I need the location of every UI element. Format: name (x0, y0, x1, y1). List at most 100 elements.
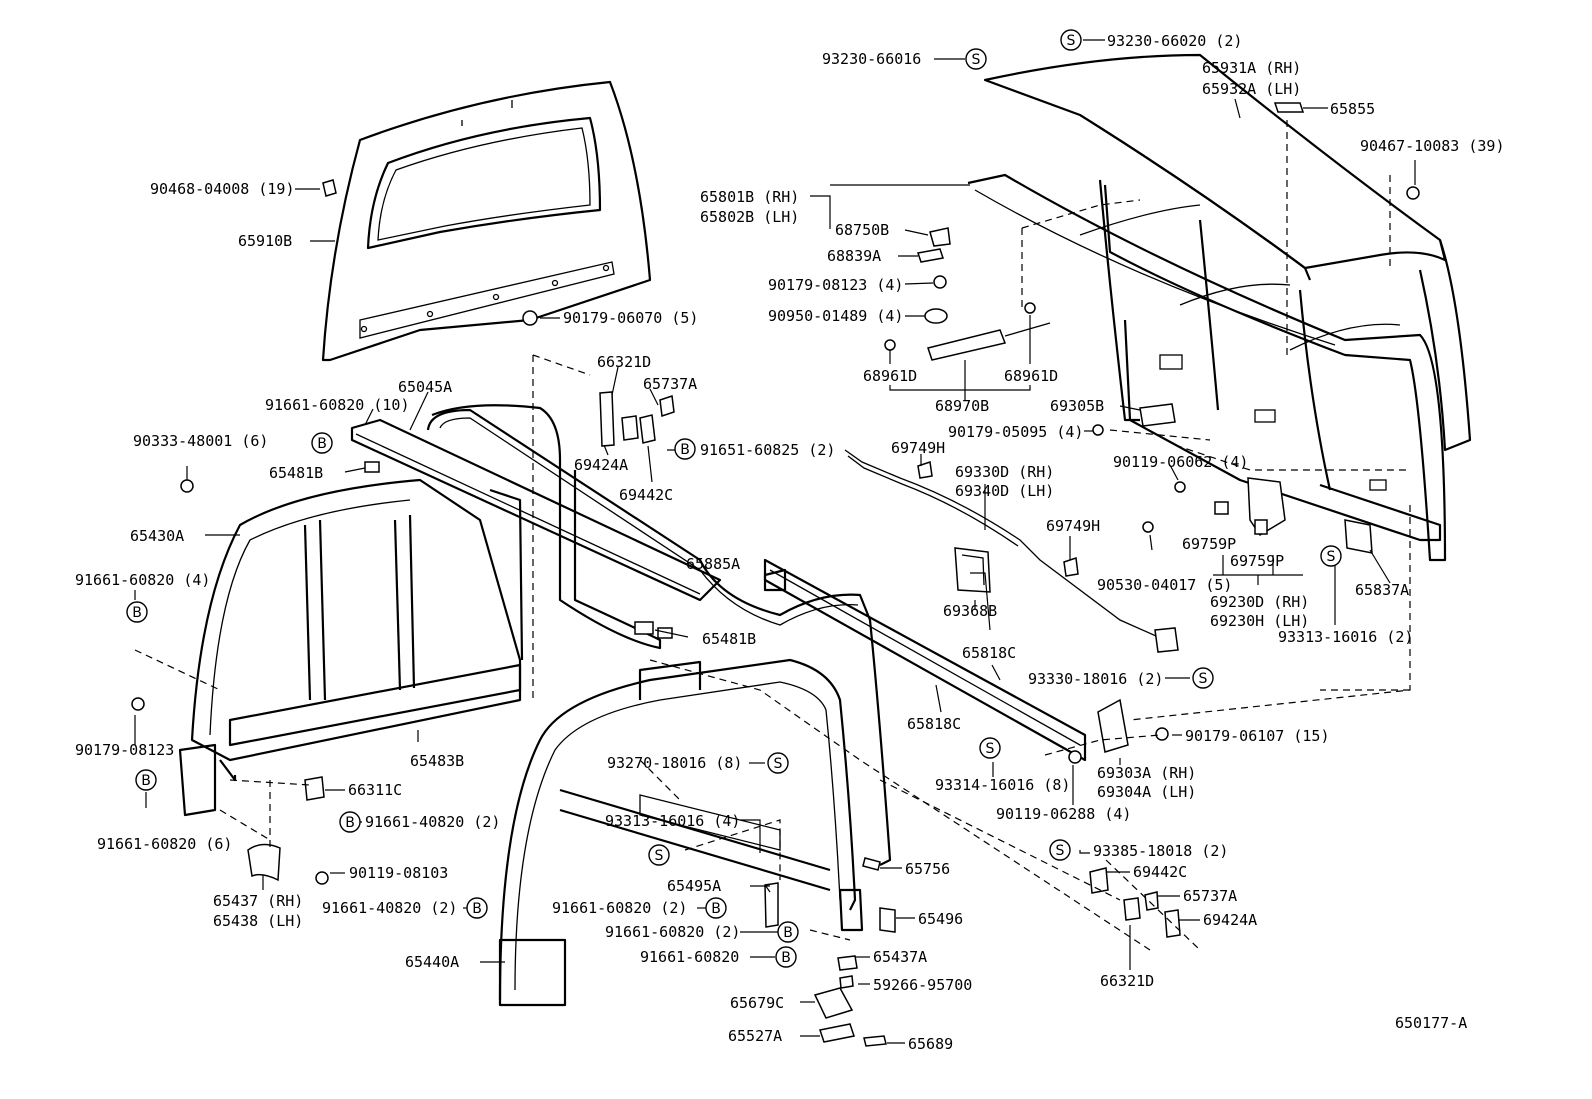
part-label: 90179-06107 (15) (1185, 727, 1330, 745)
part-label: 91661-60820 (6) (97, 835, 232, 853)
s-marker: S (1049, 839, 1071, 861)
part-label: 90119-06062 (4) (1113, 453, 1248, 471)
part-label: 69759P (1182, 535, 1236, 553)
b-marker: B (126, 601, 148, 623)
part-label: 65679C (730, 994, 784, 1012)
part-label: 69230D (RH) (1210, 593, 1309, 611)
b-marker: B (777, 921, 799, 943)
svg-text:B: B (132, 605, 142, 621)
svg-text:S: S (972, 52, 981, 68)
dashed-lines (134, 120, 1411, 951)
roof-panel (967, 53, 1472, 562)
svg-text:S: S (655, 848, 664, 864)
part-label: 65689 (908, 1035, 953, 1053)
part-label: 91661-60820 (4) (75, 571, 210, 589)
part-label: 91661-60820 (10) (265, 396, 410, 414)
part-label: 65885A (686, 555, 740, 573)
left-frame (178, 478, 524, 817)
part-label: 65495A (667, 877, 721, 895)
part-label: 65045A (398, 378, 452, 396)
s-marker: S (648, 844, 670, 866)
part-label: 68970B (935, 397, 989, 415)
svg-text:S: S (986, 741, 995, 757)
part-label: 65437 (RH) (213, 892, 303, 910)
part-labels: 93230-66016 93230-66020 (2) 65931A (RH) … (75, 32, 1505, 1053)
part-label: 93330-18016 (2) (1028, 670, 1163, 688)
svg-text:B: B (680, 442, 690, 458)
front-frame (498, 658, 864, 1007)
part-label: 65440A (405, 953, 459, 971)
part-label: 65931A (RH) (1202, 59, 1301, 77)
symbol-markers: S S B B B S S S S B B S S B B B B (126, 29, 1342, 968)
svg-text:B: B (345, 815, 355, 831)
part-label: 69368B (943, 602, 997, 620)
part-label: 93230-66016 (822, 50, 921, 68)
part-label: 90468-04008 (19) (150, 180, 295, 198)
leader-lines (134, 39, 1416, 1044)
part-label: 90179-06070 (5) (563, 309, 698, 327)
part-label: 93385-18018 (2) (1093, 842, 1228, 860)
b-marker: B (674, 438, 696, 460)
part-label: 69330D (RH) (955, 463, 1054, 481)
s-marker: S (979, 737, 1001, 759)
b-marker: B (339, 811, 361, 833)
svg-text:S: S (1067, 33, 1076, 49)
part-label: 65481B (702, 630, 756, 648)
part-label: 90179-08123 (4) (768, 276, 903, 294)
part-label: 66321D (1100, 972, 1154, 990)
part-label: 66311C (348, 781, 402, 799)
part-label: 69340D (LH) (955, 482, 1054, 500)
part-label: 93313-16016 (4) (605, 812, 740, 830)
part-label: 65437A (873, 948, 927, 966)
part-label: 93313-16016 (2) (1278, 628, 1413, 646)
part-label: 69749H (891, 439, 945, 457)
svg-text:S: S (774, 756, 783, 772)
part-label: 90530-04017 (5) (1097, 576, 1232, 594)
part-label: 65801B (RH) (700, 188, 799, 206)
part-label: 65837A (1355, 581, 1409, 599)
part-label: 90179-08123 (75, 741, 174, 759)
s-marker: S (1192, 667, 1214, 689)
s-marker: S (1320, 545, 1342, 567)
part-label: 69759P (1230, 552, 1284, 570)
part-label: 69230H (LH) (1210, 612, 1309, 630)
part-label: 69442C (1133, 863, 1187, 881)
part-label: 69424A (1203, 911, 1257, 929)
b-marker: B (466, 897, 488, 919)
part-label: 90179-05095 (4) (948, 423, 1083, 441)
part-label: 65430A (130, 527, 184, 545)
part-label: 68961D (1004, 367, 1058, 385)
svg-text:B: B (317, 436, 327, 452)
part-label: 68961D (863, 367, 917, 385)
part-label: 65932A (LH) (1202, 80, 1301, 98)
part-label: 65756 (905, 860, 950, 878)
part-label: 65910B (238, 232, 292, 250)
b-marker: B (705, 897, 727, 919)
svg-text:B: B (141, 773, 151, 789)
lower-rail (763, 558, 1087, 762)
svg-text:S: S (1327, 549, 1336, 565)
part-label: 65737A (643, 375, 697, 393)
svg-text:B: B (472, 901, 482, 917)
part-label: 93230-66020 (2) (1107, 32, 1242, 50)
part-label: 90950-01489 (4) (768, 307, 903, 325)
rear-window-panel (321, 80, 652, 362)
part-label: 91661-60820 (2) (605, 923, 740, 941)
part-label: 69303A (RH) (1097, 764, 1196, 782)
part-label: 91661-40820 (2) (365, 813, 500, 831)
part-label: 91661-60820 (640, 948, 739, 966)
part-label: 69304A (LH) (1097, 783, 1196, 801)
s-marker: S (767, 752, 789, 774)
s-marker: S (1060, 29, 1082, 51)
part-label: 68750B (835, 221, 889, 239)
svg-text:S: S (1056, 843, 1065, 859)
part-label: 65855 (1330, 100, 1375, 118)
part-label: 93314-16016 (8) (935, 776, 1070, 794)
b-marker: B (135, 769, 157, 791)
s-marker: S (965, 48, 987, 70)
part-label: 65818C (962, 644, 1016, 662)
part-label: 65483B (410, 752, 464, 770)
svg-text:B: B (711, 901, 721, 917)
part-label: 65818C (907, 715, 961, 733)
